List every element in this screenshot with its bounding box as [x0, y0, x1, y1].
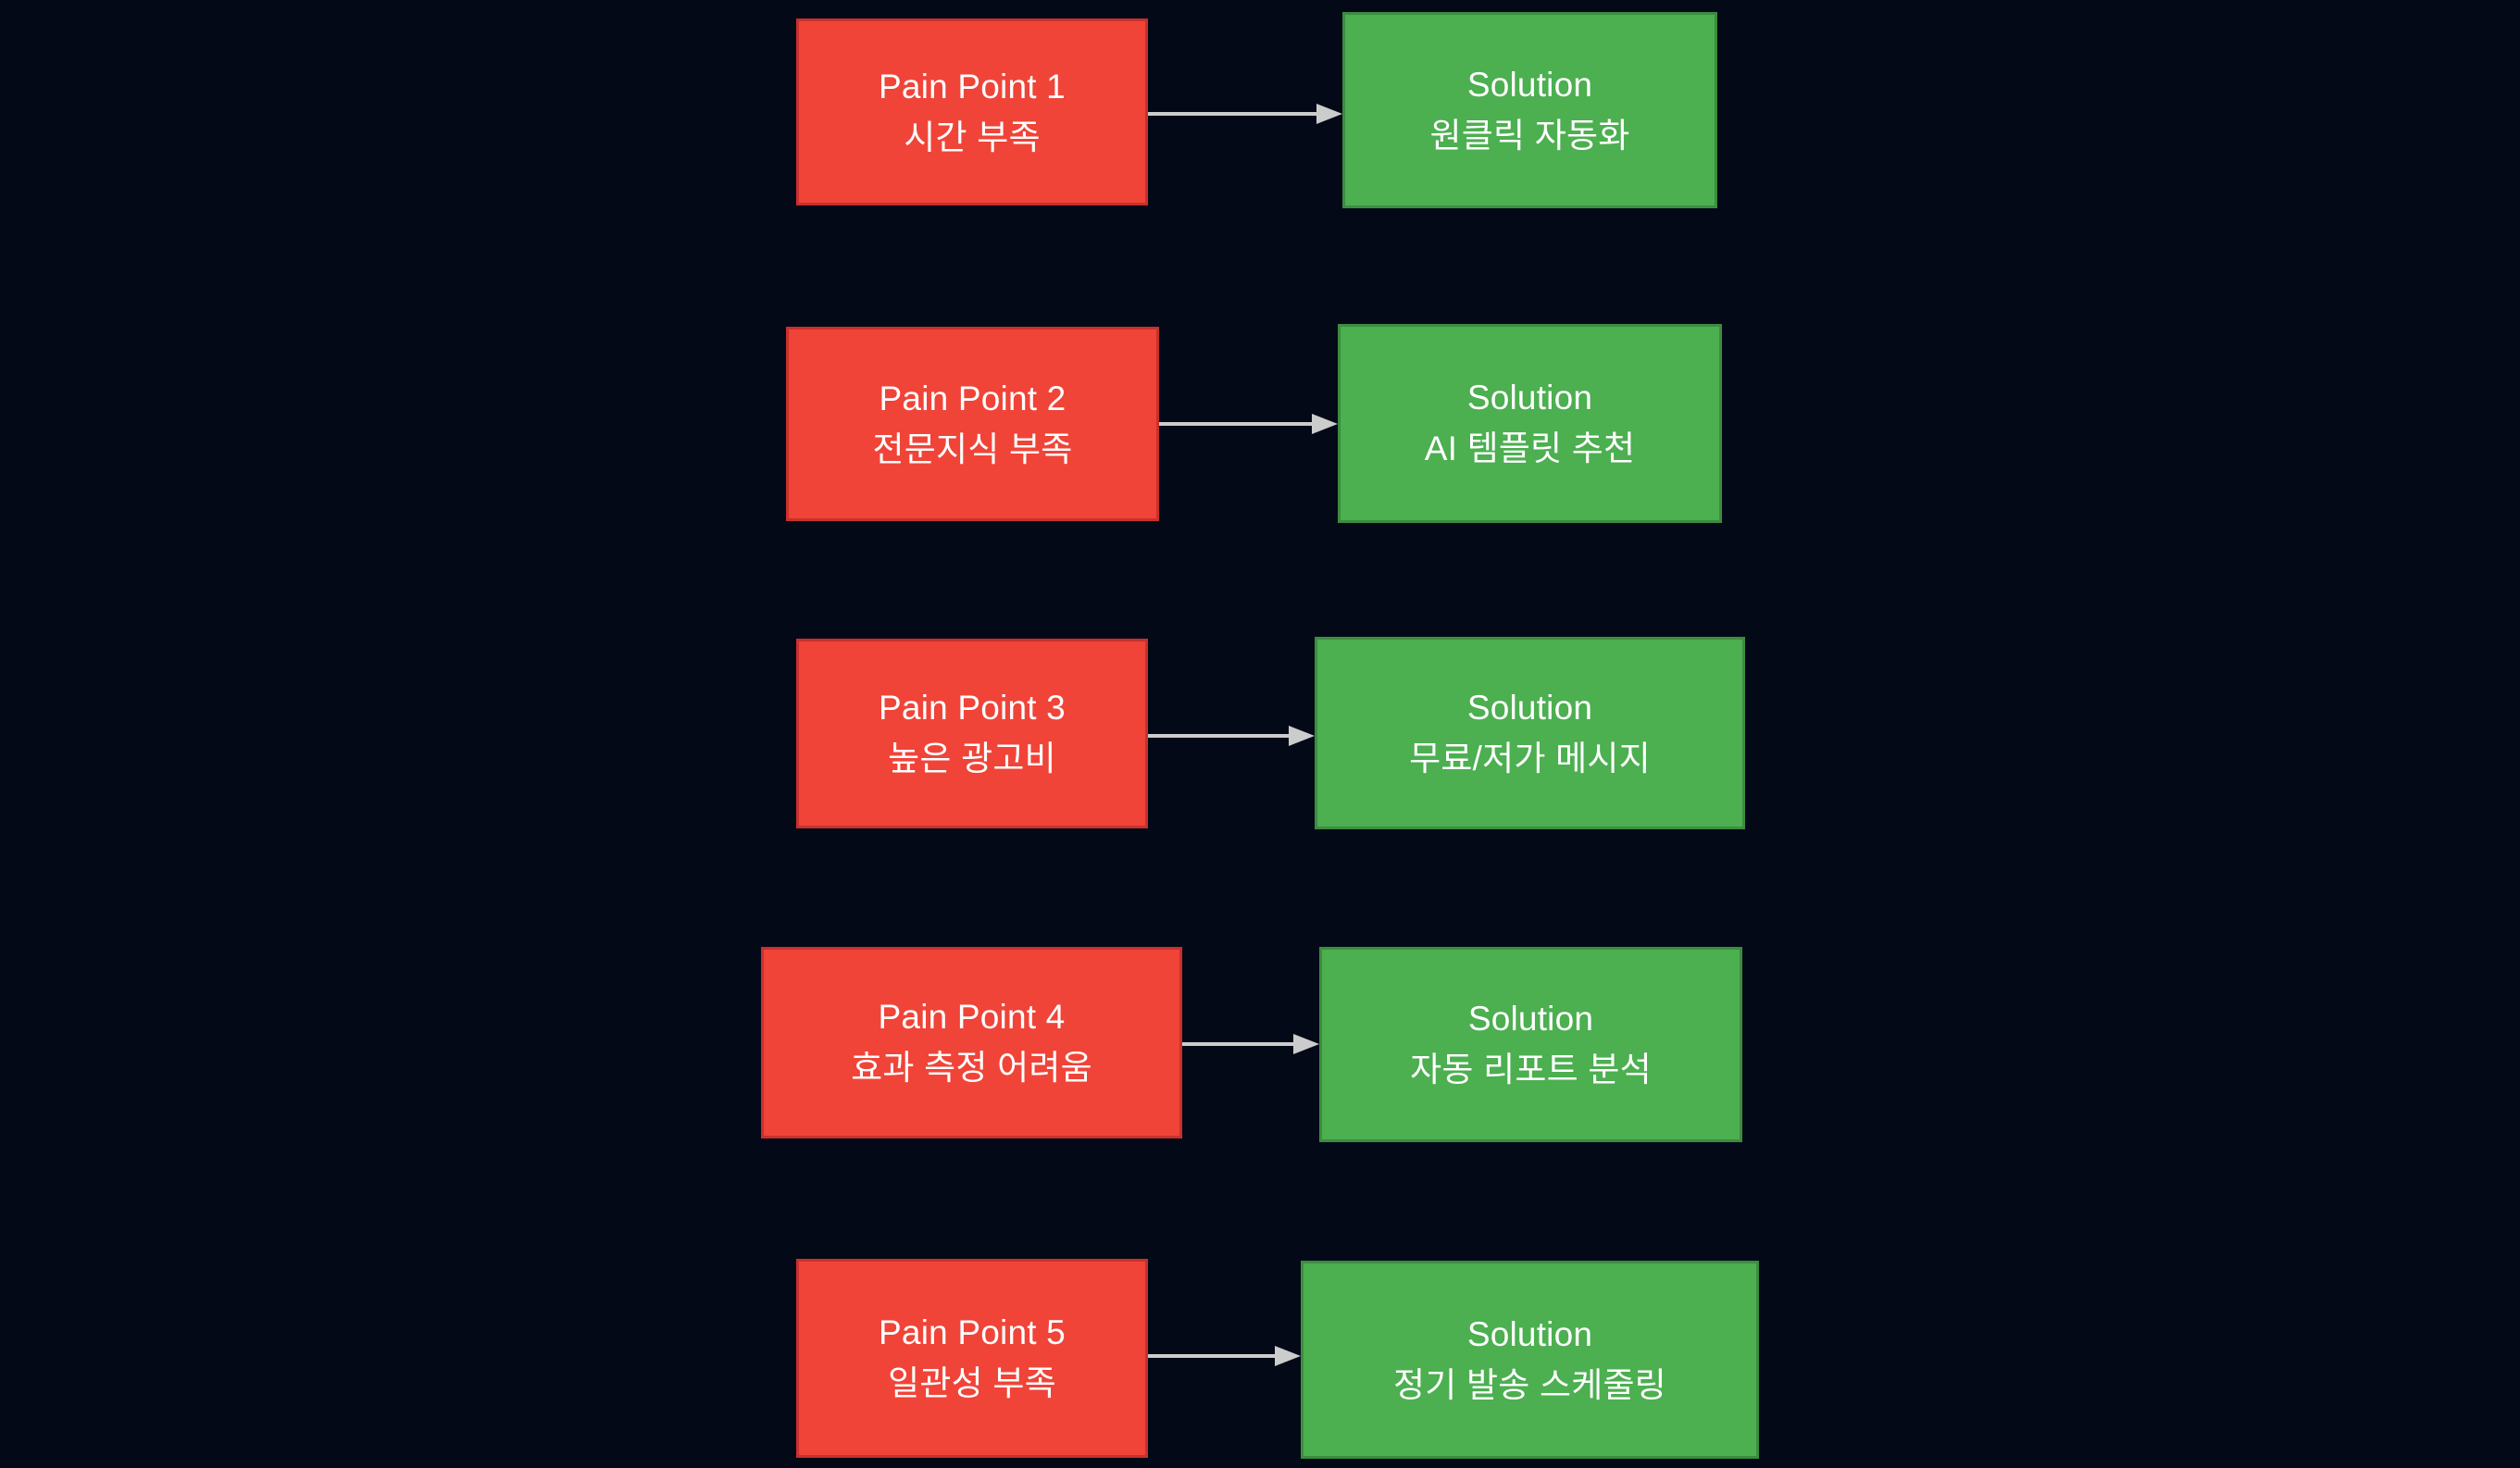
solution-desc-2: AI 템플릿 추천 — [1424, 429, 1636, 467]
pain-point-title-5: Pain Point 5 — [879, 1313, 1066, 1352]
solution-title-5: Solution — [1466, 1314, 1593, 1353]
pain-point-desc-2: 전문지식 부족 — [872, 429, 1073, 468]
pain-point-node-3[interactable]: Pain Point 3 높은 광고비 — [796, 639, 1148, 828]
arrow-connector-1 — [1148, 102, 1344, 126]
pain-point-title-2: Pain Point 2 — [879, 379, 1067, 417]
solution-title-4: Solution — [1467, 1000, 1594, 1039]
solution-node-5[interactable]: Solution 정기 발송 스케줄링 — [1301, 1261, 1759, 1459]
solution-node-4[interactable]: Solution 자동 리포트 분석 — [1319, 947, 1742, 1142]
solution-desc-5: 정기 발송 스케줄링 — [1393, 1365, 1666, 1404]
arrow-connector-2 — [1159, 412, 1340, 436]
pain-point-node-2[interactable]: Pain Point 2 전문지식 부족 — [786, 327, 1159, 521]
arrow-connector-5 — [1148, 1344, 1303, 1368]
pain-point-node-1[interactable]: Pain Point 1 시간 부족 — [796, 19, 1148, 205]
solution-title-2: Solution — [1466, 379, 1593, 417]
pain-point-desc-1: 시간 부족 — [904, 118, 1041, 156]
solution-title-1: Solution — [1466, 65, 1593, 104]
pain-point-desc-3: 높은 광고비 — [888, 740, 1056, 778]
arrow-connector-3 — [1148, 724, 1316, 748]
pain-point-desc-4: 효과 측정 어려움 — [851, 1049, 1092, 1087]
pain-point-node-5[interactable]: Pain Point 5 일관성 부족 — [796, 1259, 1148, 1458]
solution-node-1[interactable]: Solution 원클릭 자동화 — [1342, 12, 1717, 208]
pain-point-title-4: Pain Point 4 — [878, 998, 1066, 1037]
solution-node-3[interactable]: Solution 무료/저가 메시지 — [1315, 637, 1745, 829]
solution-title-3: Solution — [1466, 688, 1593, 727]
solution-desc-1: 원클릭 자동화 — [1429, 116, 1630, 155]
solution-desc-4: 자동 리포트 분석 — [1410, 1051, 1652, 1089]
pain-point-desc-5: 일관성 부족 — [888, 1364, 1056, 1402]
pain-point-title-3: Pain Point 3 — [879, 689, 1066, 728]
solution-desc-3: 무료/저가 메시지 — [1409, 739, 1651, 778]
solution-node-2[interactable]: Solution AI 템플릿 추천 — [1338, 324, 1722, 523]
arrow-connector-4 — [1182, 1032, 1321, 1056]
pain-point-title-1: Pain Point 1 — [879, 67, 1066, 106]
pain-point-node-4[interactable]: Pain Point 4 효과 측정 어려움 — [761, 947, 1182, 1138]
